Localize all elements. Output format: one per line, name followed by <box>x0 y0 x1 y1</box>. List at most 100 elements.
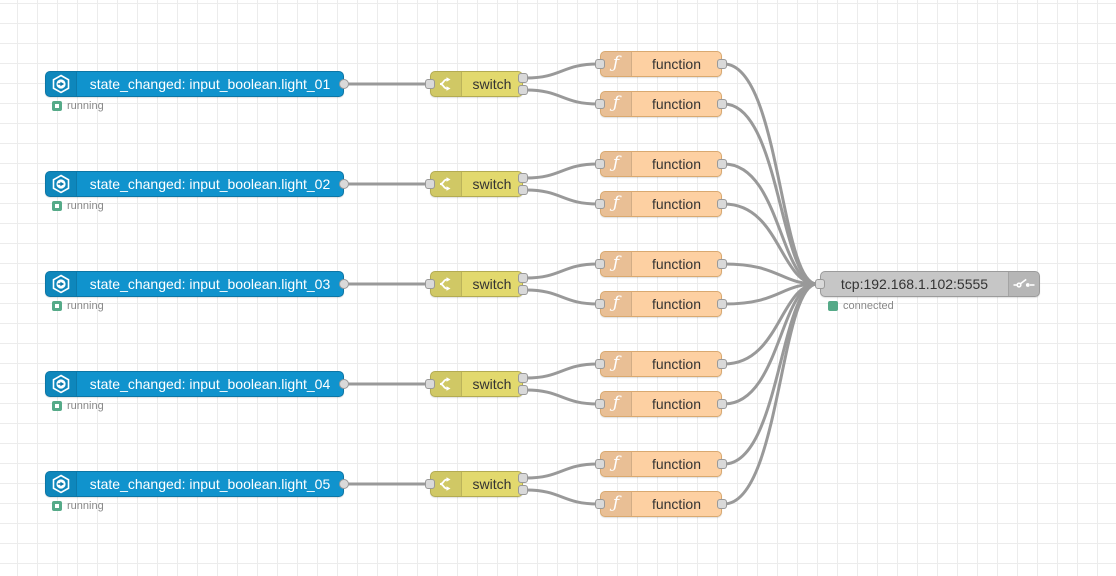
wire-switch-function-2b[interactable] <box>524 188 600 206</box>
output-port-2[interactable] <box>518 185 528 195</box>
wire-function-tcp-5a[interactable] <box>722 282 819 466</box>
node-function-1a[interactable]: ƒ function <box>595 51 727 77</box>
output-port[interactable] <box>717 359 727 369</box>
node-switch-5[interactable]: switch <box>425 471 528 497</box>
wire-switch-function-4a[interactable] <box>524 362 600 380</box>
wire-function-tcp-1b[interactable] <box>722 102 819 286</box>
wire-switch-function-1b[interactable] <box>524 88 600 106</box>
switch-icon <box>431 72 462 96</box>
input-port[interactable] <box>595 299 605 309</box>
home-assistant-icon <box>46 372 77 396</box>
wire-switch-function-3a[interactable] <box>524 262 600 280</box>
output-port[interactable] <box>717 499 727 509</box>
output-port[interactable] <box>717 59 727 69</box>
wire-switch-function-5a[interactable] <box>524 462 600 480</box>
input-port[interactable] <box>425 279 435 289</box>
output-port[interactable] <box>717 159 727 169</box>
node-function-2b[interactable]: ƒ function <box>595 191 727 217</box>
status-text: running <box>67 200 104 212</box>
output-port[interactable] <box>717 459 727 469</box>
input-port[interactable] <box>595 399 605 409</box>
node-events-state-trigger-5[interactable]: state_changed: input_boolean.light_05 <box>45 471 349 497</box>
output-port-2[interactable] <box>518 385 528 395</box>
output-port[interactable] <box>339 79 349 89</box>
wire-switch-function-1a[interactable] <box>524 62 600 80</box>
output-port-1[interactable] <box>518 473 528 483</box>
input-port[interactable] <box>595 359 605 369</box>
output-port[interactable] <box>339 379 349 389</box>
node-label: switch <box>472 176 512 192</box>
output-port-1[interactable] <box>518 273 528 283</box>
node-function-4b[interactable]: ƒ function <box>595 391 727 417</box>
wire-switch-function-5b[interactable] <box>524 488 600 506</box>
status-ring-icon <box>52 401 62 411</box>
wire-function-tcp-5b[interactable] <box>722 282 819 506</box>
node-function-3b[interactable]: ƒ function <box>595 291 727 317</box>
output-port-2[interactable] <box>518 285 528 295</box>
input-port[interactable] <box>425 479 435 489</box>
wire-switch-function-3b[interactable] <box>524 288 600 306</box>
input-port[interactable] <box>425 79 435 89</box>
output-port-2[interactable] <box>518 85 528 95</box>
output-port-1[interactable] <box>518 173 528 183</box>
home-assistant-icon <box>46 472 77 496</box>
node-events-state-trigger-4[interactable]: state_changed: input_boolean.light_04 <box>45 371 349 397</box>
node-switch-3[interactable]: switch <box>425 271 528 297</box>
node-function-2a[interactable]: ƒ function <box>595 151 727 177</box>
node-function-5b[interactable]: ƒ function <box>595 491 727 517</box>
tcp-icon <box>1008 272 1039 296</box>
node-label: function <box>651 456 702 472</box>
wire-function-tcp-4b[interactable] <box>722 282 819 406</box>
node-function-4a[interactable]: ƒ function <box>595 351 727 377</box>
node-events-state-trigger-2[interactable]: state_changed: input_boolean.light_02 <box>45 171 349 197</box>
node-label: function <box>651 396 702 412</box>
input-port[interactable] <box>595 159 605 169</box>
output-port[interactable] <box>717 299 727 309</box>
input-port[interactable] <box>595 459 605 469</box>
input-port[interactable] <box>425 179 435 189</box>
input-port[interactable] <box>425 379 435 389</box>
node-events-state-trigger-3[interactable]: state_changed: input_boolean.light_03 <box>45 271 349 297</box>
node-status: running <box>52 400 104 412</box>
function-icon: ƒ <box>601 352 632 376</box>
status-text: running <box>67 100 104 112</box>
output-port-2[interactable] <box>518 485 528 495</box>
function-icon: ƒ <box>601 292 632 316</box>
node-events-state-trigger-1[interactable]: state_changed: input_boolean.light_01 <box>45 71 349 97</box>
output-port[interactable] <box>339 479 349 489</box>
output-port[interactable] <box>339 179 349 189</box>
input-port[interactable] <box>595 499 605 509</box>
input-port[interactable] <box>815 279 825 289</box>
node-switch-1[interactable]: switch <box>425 71 528 97</box>
input-port[interactable] <box>595 259 605 269</box>
status-text: connected <box>843 300 894 312</box>
output-port[interactable] <box>339 279 349 289</box>
output-port[interactable] <box>717 199 727 209</box>
wire-function-tcp-3b[interactable] <box>722 282 819 306</box>
output-port[interactable] <box>717 399 727 409</box>
wire-switch-function-4b[interactable] <box>524 388 600 406</box>
wire-switch-function-2a[interactable] <box>524 162 600 180</box>
node-label: tcp:192.168.1.102:5555 <box>840 276 989 292</box>
wire-function-tcp-2a[interactable] <box>722 162 819 286</box>
wire-function-tcp-2b[interactable] <box>722 202 819 286</box>
node-switch-4[interactable]: switch <box>425 371 528 397</box>
status-text: running <box>67 500 104 512</box>
output-port[interactable] <box>717 259 727 269</box>
node-tcp-out[interactable]: tcp:192.168.1.102:5555 <box>815 271 1040 297</box>
node-function-3a[interactable]: ƒ function <box>595 251 727 277</box>
switch-icon <box>431 272 462 296</box>
input-port[interactable] <box>595 59 605 69</box>
input-port[interactable] <box>595 99 605 109</box>
input-port[interactable] <box>595 199 605 209</box>
status-ring-icon <box>52 501 62 511</box>
node-switch-2[interactable]: switch <box>425 171 528 197</box>
output-port-1[interactable] <box>518 73 528 83</box>
node-label: state_changed: input_boolean.light_01 <box>89 76 331 92</box>
node-status: running <box>52 300 104 312</box>
output-port-1[interactable] <box>518 373 528 383</box>
node-function-1b[interactable]: ƒ function <box>595 91 727 117</box>
node-function-5a[interactable]: ƒ function <box>595 451 727 477</box>
output-port[interactable] <box>717 99 727 109</box>
